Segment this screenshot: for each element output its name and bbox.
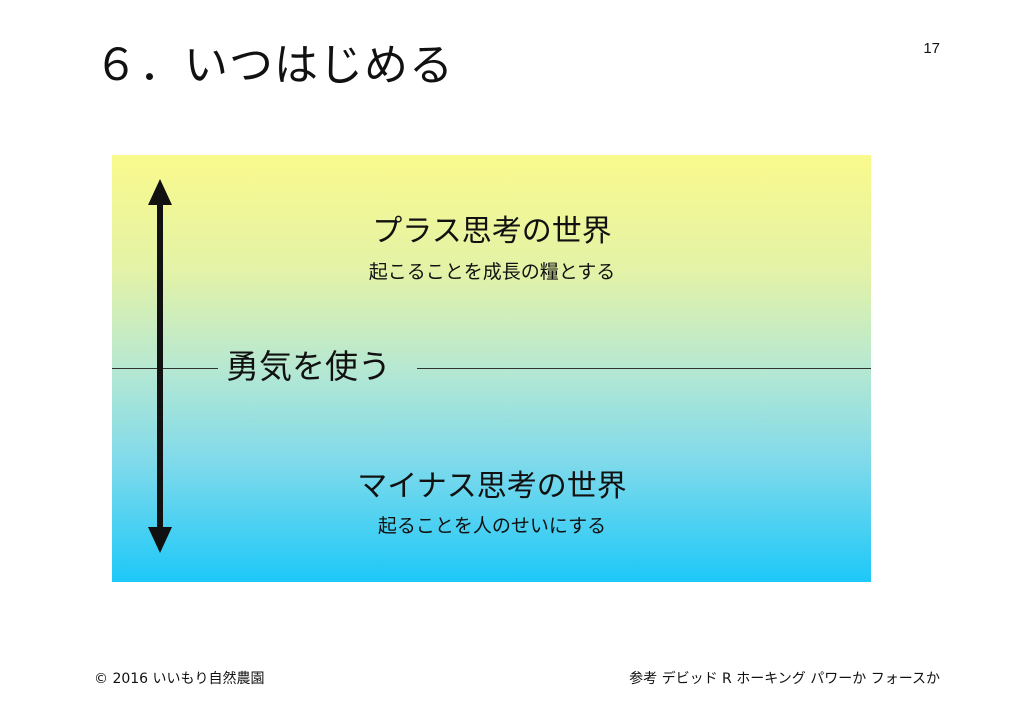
double-arrow-icon [148, 179, 172, 553]
page-number: 17 [923, 40, 940, 57]
plus-world-subtext: 起こることを成長の糧とする [368, 261, 616, 283]
minus-world-heading: マイナス思考の世界 [357, 469, 627, 504]
footer-copyright: © 2016 いいもり自然農園 [94, 671, 265, 687]
courage-label: 勇気を使う [226, 347, 391, 386]
divider-line-left [112, 368, 218, 369]
divider-line-right [417, 368, 871, 369]
minus-world-subtext: 起ることを人のせいにする [377, 515, 607, 537]
gradient-diagram-panel: プラス思考の世界 起こることを成長の糧とする 勇気を使う マイナス思考の世界 起… [112, 155, 871, 582]
slide-title: ６．いつはじめる [94, 40, 454, 91]
plus-world-heading: プラス思考の世界 [372, 214, 612, 249]
arrow-head-up [148, 179, 172, 205]
footer-reference: 参考 デビッド R ホーキング パワーか フォースか [629, 671, 940, 687]
arrow-head-down [148, 527, 172, 553]
